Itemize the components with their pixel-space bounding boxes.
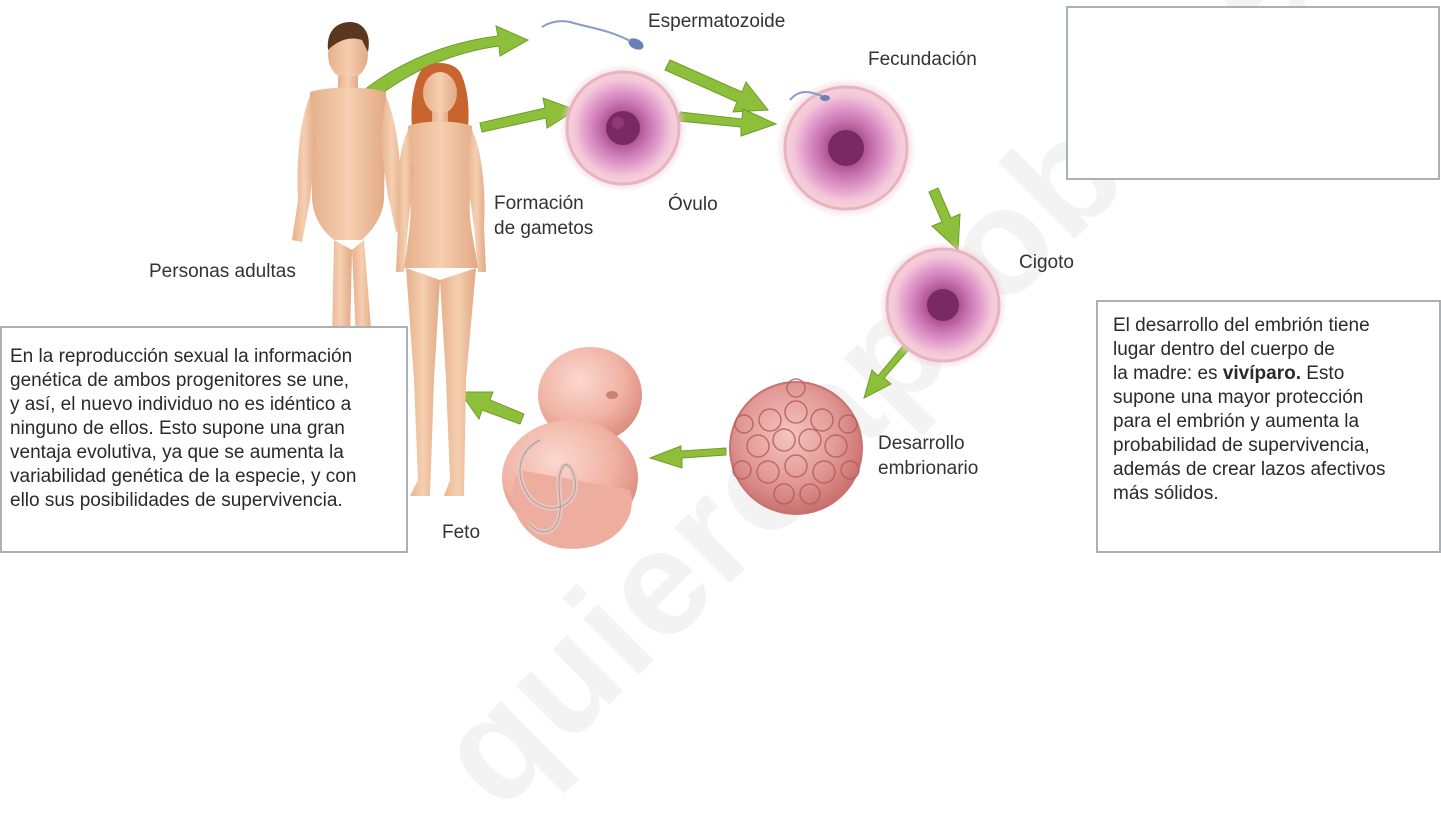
label-personas-adultas: Personas adultas: [149, 259, 296, 284]
label-feto: Feto: [442, 520, 480, 545]
arrow-fetus-to-adults: [460, 392, 524, 424]
arrow-fertilization-to-zygote: [929, 188, 960, 250]
right-info-line-5: para el embrión y aumenta la: [1113, 410, 1439, 434]
right-info-line-4: supone una mayor protección: [1113, 386, 1439, 410]
label-desarrollo-line1: Desarrollo: [878, 431, 965, 456]
left-info-line-3: y así, el nuevo individuo no es idéntico…: [10, 393, 406, 417]
empty-answer-box: [1066, 6, 1440, 180]
arrow-embryo-to-fetus: [650, 446, 726, 468]
right-info-line-1: El desarrollo del embrión tiene: [1113, 314, 1439, 338]
right-info-line-3-post: Esto: [1301, 363, 1344, 384]
label-formacion-gametos-line2: de gametos: [494, 216, 593, 241]
left-info-line-4: ninguno de ellos. Esto supone una gran: [10, 417, 406, 441]
fertilization-illustration: [776, 78, 916, 218]
label-fecundacion: Fecundación: [868, 47, 977, 72]
label-desarrollo-line2: embrionario: [878, 456, 978, 481]
sperm-illustration: [542, 21, 645, 52]
left-info-line-6: variabilidad genética de la especie, y c…: [10, 465, 406, 489]
fetus-illustration: [502, 347, 642, 549]
label-espermatozoide: Espermatozoide: [648, 9, 785, 34]
female-adult-illustration: [396, 63, 486, 496]
viviparo-term: vivíparo.: [1223, 363, 1301, 384]
label-formacion-gametos-line1: Formación: [494, 191, 584, 216]
left-info-line-2: genética de ambos progenitores se une,: [10, 369, 406, 393]
left-info-line-1: En la reproducción sexual la información: [10, 345, 406, 369]
right-info-line-8: más sólidos.: [1113, 482, 1439, 506]
right-info-line-3: la madre: es vivíparo. Esto: [1113, 362, 1439, 386]
left-info-line-7: ello sus posibilidades de supervivencia.: [10, 489, 406, 513]
embryo-morula-illustration: [730, 379, 862, 514]
right-info-line-3-pre: la madre: es: [1113, 363, 1223, 384]
left-info-line-5: ventaja evolutiva, ya que se aumenta la: [10, 441, 406, 465]
left-info-box: En la reproducción sexual la información…: [0, 326, 408, 553]
right-info-line-2: lugar dentro del cuerpo de: [1113, 338, 1439, 362]
right-info-line-7: además de crear lazos afectivos: [1113, 458, 1439, 482]
label-cigoto: Cigoto: [1019, 250, 1074, 275]
right-info-line-6: probabilidad de supervivencia,: [1113, 434, 1439, 458]
arrow-ovum-to-fertilization: [679, 109, 776, 136]
ovum-illustration: [559, 64, 687, 192]
zygote-illustration: [879, 241, 1007, 369]
right-info-box: El desarrollo del embrión tiene lugar de…: [1096, 300, 1441, 553]
label-ovulo: Óvulo: [668, 192, 718, 217]
